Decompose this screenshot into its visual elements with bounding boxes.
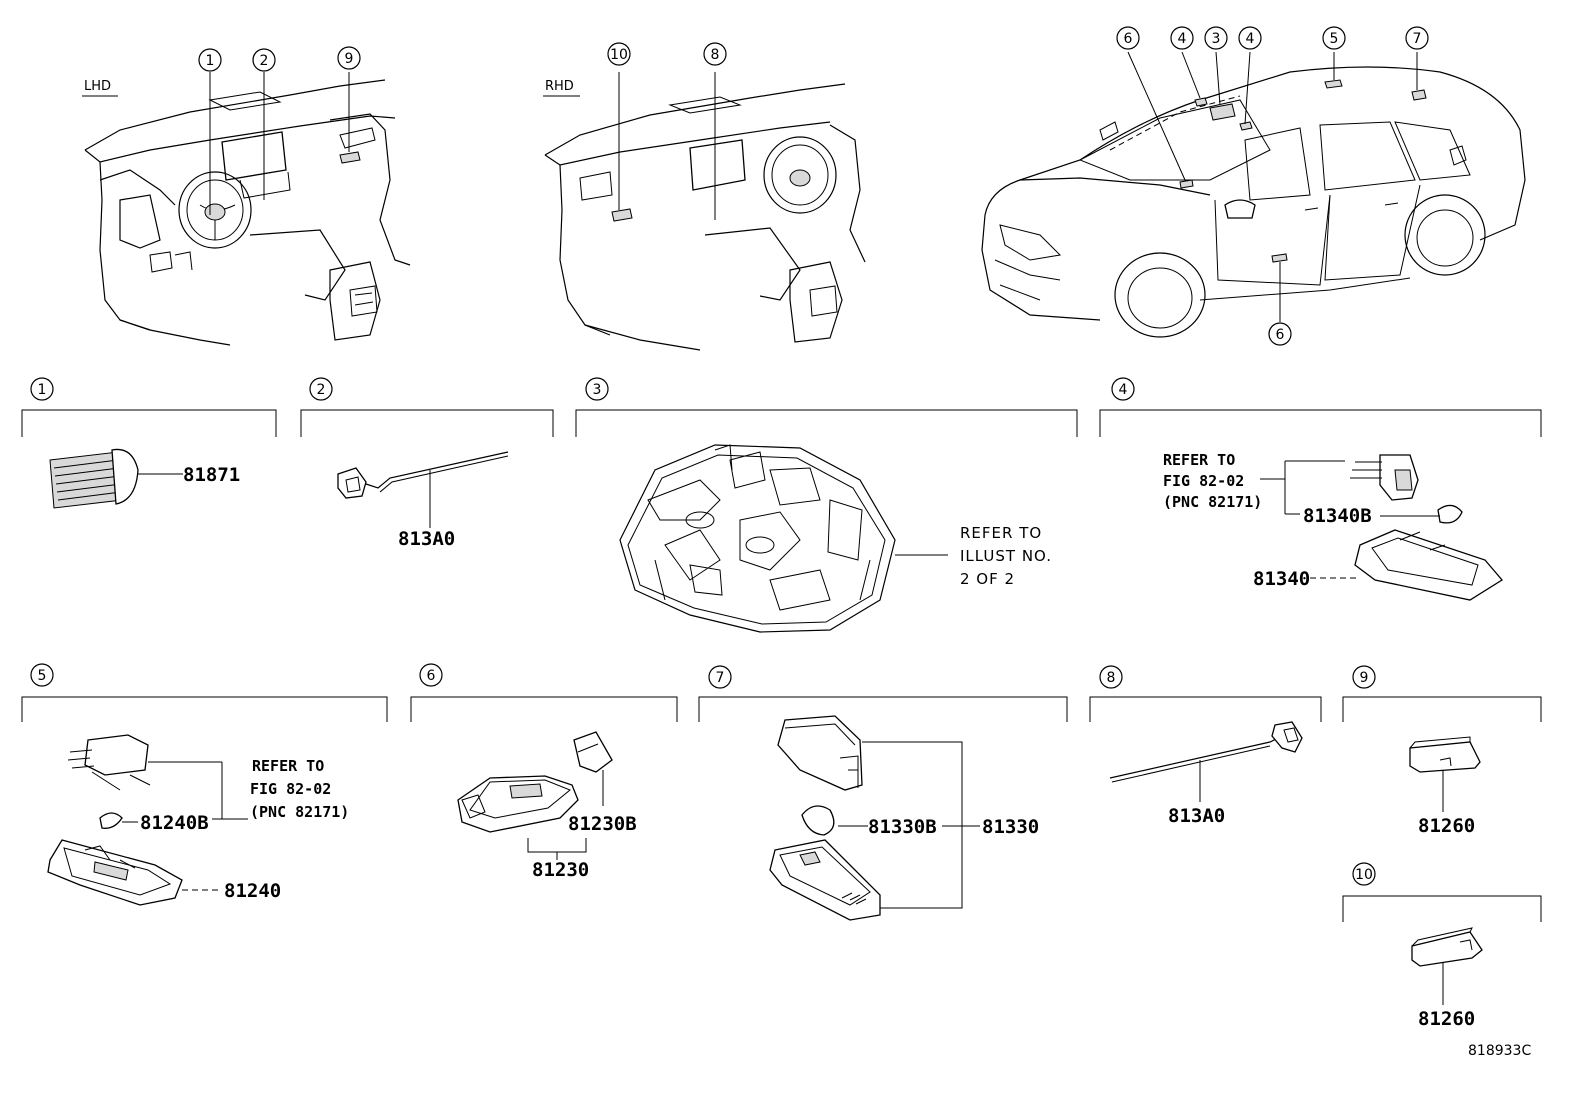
section-8-part-813A0: 813A0 [1109,721,1303,827]
section-2-part-813A0: 813A0 [337,451,509,550]
callout-8-rhd: 8 [711,47,720,63]
callout-9-lhd: 9 [345,51,354,67]
section-4-number: 4 [1119,382,1128,398]
note-refer-illust-line3: 2 OF 2 [960,570,1015,588]
callout-5-car: 5 [1330,31,1339,47]
rhd-dashboard-view: RHD 10 8 [543,42,866,351]
part-number-81330[interactable]: 81330 [982,816,1039,838]
section-5-part-81240: REFER TO FIG 82-02 (PNC 82171) 81240B 81… [47,734,349,906]
illustration-id: 818933C [1468,1043,1531,1059]
section-3-number: 3 [593,382,602,398]
section-frames: 1 2 3 4 5 6 7 8 9 10 [21,377,1542,922]
section-4-part-81340: REFER TO FIG 82-02 (PNC 82171) 81340B 81… [1163,451,1503,601]
note-refer-fig-4-line2: FIG 82-02 [1163,472,1244,490]
section-1-part-81871: 81871 [49,448,240,509]
section-10-part-81260: 81260 [1411,927,1483,1030]
section-9-part-81260: 81260 [1409,736,1481,837]
section-5-number: 5 [38,668,47,684]
part-number-81340[interactable]: 81340 [1253,568,1310,590]
car-exterior-view: 6 4 3 4 5 7 6 [981,26,1526,346]
part-number-81340B[interactable]: 81340B [1303,505,1372,527]
callout-7-car: 7 [1413,31,1422,47]
section-10-number: 10 [1355,867,1373,883]
lhd-dashboard-view: LHD 1 2 9 [82,46,411,346]
note-refer-fig-4-line3: (PNC 82171) [1163,493,1262,511]
note-refer-fig-5-line1: REFER TO [252,757,324,775]
section-9-number: 9 [1360,670,1369,686]
part-number-81871[interactable]: 81871 [183,464,240,486]
callout-4-car-left: 4 [1178,31,1187,47]
section-6-part-81230: 81230B 81230 [457,731,637,881]
part-number-81230B[interactable]: 81230B [568,813,637,835]
part-number-81330B[interactable]: 81330B [868,816,937,838]
part-number-81240B[interactable]: 81240B [140,812,209,834]
callout-6-car-top: 6 [1124,31,1133,47]
lhd-label: LHD [84,79,111,94]
note-refer-fig-4-line1: REFER TO [1163,451,1235,469]
callout-6-car-bottom: 6 [1276,327,1285,343]
note-refer-fig-5-line2: FIG 82-02 [250,780,331,798]
part-number-81260-sec9[interactable]: 81260 [1418,815,1475,837]
section-2-number: 2 [317,382,326,398]
section-7-number: 7 [716,670,725,686]
rhd-label: RHD [545,79,574,94]
note-refer-illust-line2: ILLUST NO. [960,547,1052,565]
section-3-overhead-console: REFER TO ILLUST NO. 2 OF 2 [619,444,1052,633]
callout-10-rhd: 10 [610,47,628,63]
part-number-81230[interactable]: 81230 [532,859,589,881]
callout-1-lhd: 1 [206,53,215,69]
note-refer-fig-5-line3: (PNC 82171) [250,803,349,821]
note-refer-illust-line1: REFER TO [960,524,1042,542]
callout-4-car-right: 4 [1246,31,1255,47]
part-number-81260-sec10[interactable]: 81260 [1418,1008,1475,1030]
part-number-813A0-sec8[interactable]: 813A0 [1168,805,1225,827]
section-1-number: 1 [38,382,47,398]
section-7-part-81330: 81330B 81330 [769,715,1039,921]
section-6-number: 6 [427,668,436,684]
section-8-number: 8 [1107,670,1116,686]
part-number-81240[interactable]: 81240 [224,880,281,902]
part-number-813A0-sec2[interactable]: 813A0 [398,528,455,550]
callout-2-lhd: 2 [260,53,269,69]
callout-3-car: 3 [1212,31,1221,47]
